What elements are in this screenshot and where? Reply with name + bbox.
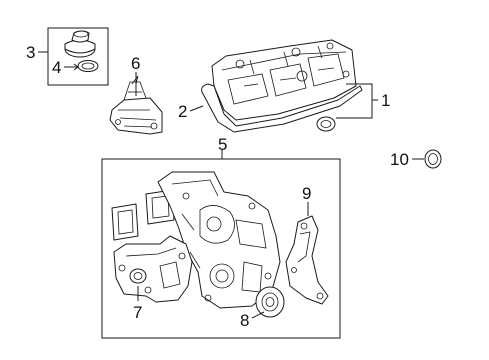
valve-cover-gasket-icon <box>201 83 363 133</box>
oil-filler-cap-icon <box>64 30 96 58</box>
timing-gasket-1-icon <box>111 203 139 241</box>
callout-10: 10 <box>390 150 409 169</box>
crankshaft-seal-icon <box>255 286 285 318</box>
timing-cover-seal-icon <box>129 268 147 284</box>
timing-cover-bracket-icon <box>285 215 329 305</box>
callout-9: 9 <box>302 184 311 203</box>
callout-1: 1 <box>381 91 390 110</box>
camshaft-seal-icon <box>424 149 442 169</box>
callout-7: 7 <box>133 303 142 322</box>
callout-6: 6 <box>131 54 140 73</box>
timing-cover-group-box <box>101 158 341 339</box>
valve-cover-assembly-icon <box>211 39 357 121</box>
callout-5: 5 <box>218 135 227 154</box>
tube-seal-icon <box>316 116 336 132</box>
lower-timing-cover-icon <box>113 235 193 303</box>
cap-gasket-icon <box>77 60 99 72</box>
leader-lines <box>38 51 424 319</box>
callout-3: 3 <box>26 43 35 62</box>
cap-group-box <box>47 27 109 86</box>
callout-2: 2 <box>178 102 187 121</box>
callout-8: 8 <box>240 311 249 330</box>
pcv-valve-breather-icon <box>109 75 163 135</box>
callout-4: 4 <box>52 58 61 77</box>
